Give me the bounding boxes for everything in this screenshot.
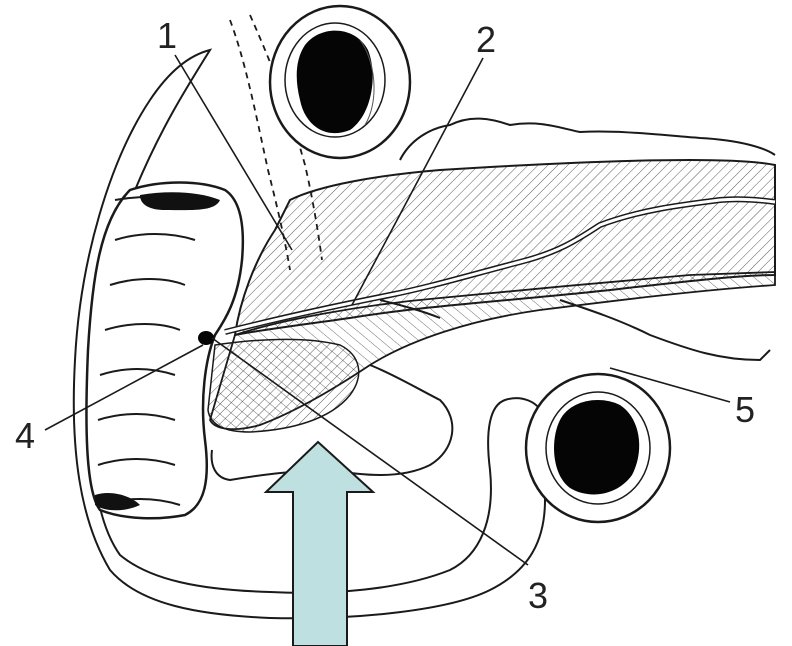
lobules-bottom [560,300,770,360]
top-vessel [270,6,410,158]
leader-line-3 [212,338,528,565]
top-vessel-lumen [297,31,373,134]
papilla [198,331,214,345]
label-1: 1 [157,15,177,56]
pancreas-head [208,339,359,432]
label-3: 3 [528,575,548,616]
right-vessel [526,374,670,522]
right-vessel-lumen [554,400,639,494]
lobules-top [400,119,775,160]
label-4: 4 [15,415,35,456]
label-2: 2 [476,19,496,60]
label-5: 5 [735,389,755,430]
